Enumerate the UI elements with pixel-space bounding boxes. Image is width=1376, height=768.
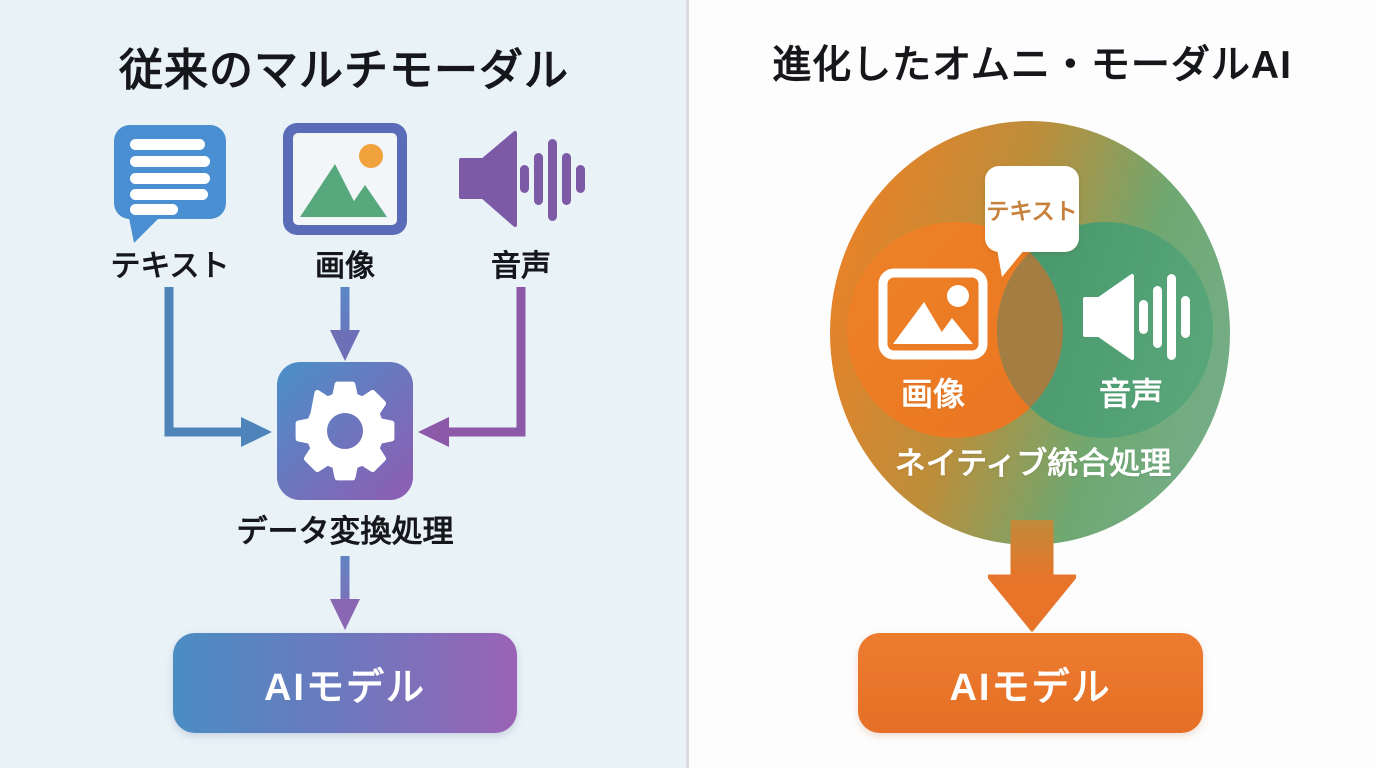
- speaker-icon: [459, 131, 585, 227]
- gear-icon: [277, 362, 413, 500]
- venn-audio-label: 音声: [1098, 376, 1163, 412]
- input-label-text: テキスト: [110, 250, 230, 283]
- right-panel-title: 進化したオムニ・モーダルAI: [772, 44, 1292, 87]
- arrow-text-to-gear: [164, 287, 243, 437]
- panel-divider: [686, 0, 689, 768]
- image-icon-white: [878, 268, 988, 360]
- ai-model-box-right: AIモデル: [858, 633, 1203, 733]
- process-label: データ変換処理: [236, 514, 454, 549]
- ai-model-label-left: AIモデル: [263, 666, 426, 709]
- ai-model-box-left: AIモデル: [173, 633, 517, 733]
- text-bubble: テキスト: [985, 166, 1079, 252]
- text-bubble-tail: [997, 249, 1025, 277]
- input-label-image: 画像: [315, 250, 375, 283]
- arrow-audio-to-gear: [447, 287, 526, 437]
- input-label-audio: 音声: [491, 250, 551, 283]
- left-panel-traditional-multimodal: 従来のマルチモーダル テキスト: [0, 0, 688, 768]
- left-panel-title: 従来のマルチモーダル: [119, 46, 569, 95]
- speech-bubble-icon: [114, 125, 226, 243]
- image-icon: [283, 123, 407, 235]
- arrow-venn-to-ai: [988, 520, 1076, 632]
- venn-image-label: 画像: [900, 376, 965, 412]
- speaker-icon-white: [1083, 274, 1190, 360]
- venn-overlap-lens: [997, 252, 1063, 408]
- native-processing-label: ネイティブ統合処理: [894, 446, 1172, 481]
- venn-text-label: テキスト: [986, 198, 1078, 224]
- ai-model-label-right: AIモデル: [949, 666, 1112, 709]
- left-flow-arrows: [164, 287, 526, 630]
